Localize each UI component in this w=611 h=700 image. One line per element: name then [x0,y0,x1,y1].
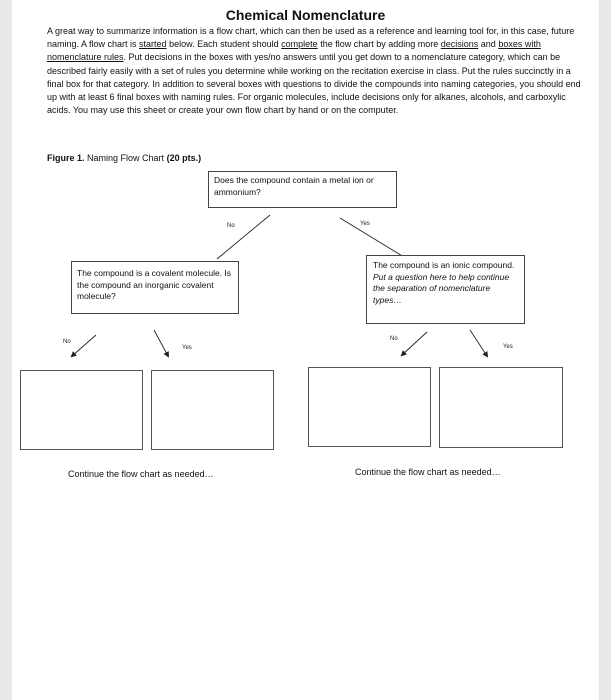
right-yes-label: Yes [503,344,513,350]
underlined-term: started [139,39,167,50]
intro-text: and [478,39,499,50]
arrow-top-to-right [339,217,405,258]
top-no-label: No [227,223,235,229]
top-yes-label: Yes [360,221,370,227]
page-title: Chemical Nomenclature [225,7,386,23]
arrow-right-no [400,331,428,357]
figure-points: (20 pts.) [166,153,202,163]
right-no-label: No [390,336,398,342]
arrow-left-yes [153,329,169,358]
answer-box-3[interactable] [308,367,431,447]
intro-text: . Put decisions in the boxes with yes/no… [47,52,581,116]
intro-text: A great way to summarize information is … [47,26,575,50]
covalent-molecule-box: The compound is a covalent molecule. Is … [71,261,239,314]
ionic-compound-box: The compound is an ionic compound. Put a… [366,255,525,324]
flowchart-connectors [70,214,489,358]
ionic-compound-prompt: Put a question here to help continue the… [373,271,510,305]
answer-box-2[interactable] [151,370,274,450]
left-yes-label: Yes [182,345,192,351]
figure-caption-text: Naming Flow Chart [87,153,165,163]
answer-box-4[interactable] [439,367,563,448]
underlined-term: boxes with nomenclature rules [47,39,541,63]
underlined-term: decisions [440,39,479,50]
answer-box-1[interactable] [20,370,143,450]
figure-caption: Figure 1. Naming Flow Chart (20 pts.) [47,153,201,163]
intro-text: the flow chart by adding more [317,39,441,50]
intro-text: below. Each student should [166,39,282,50]
worksheet-page: Chemical Nomenclature A great way to sum… [12,0,599,700]
top-question-box: Does the compound contain a metal ion or… [208,171,397,208]
left-no-label: No [63,339,71,345]
figure-label: Figure 1. [47,153,85,163]
ionic-compound-text-1: The compound is an ionic compound. [373,260,515,270]
underlined-term: complete [281,39,318,50]
arrow-top-to-left [216,214,271,260]
arrow-right-yes [469,329,489,358]
continue-right-text: Continue the flow chart as needed… [355,467,501,477]
arrow-left-no [70,334,97,358]
instructions-paragraph: A great way to summarize information is … [47,25,585,117]
continue-left-text: Continue the flow chart as needed… [68,469,214,479]
